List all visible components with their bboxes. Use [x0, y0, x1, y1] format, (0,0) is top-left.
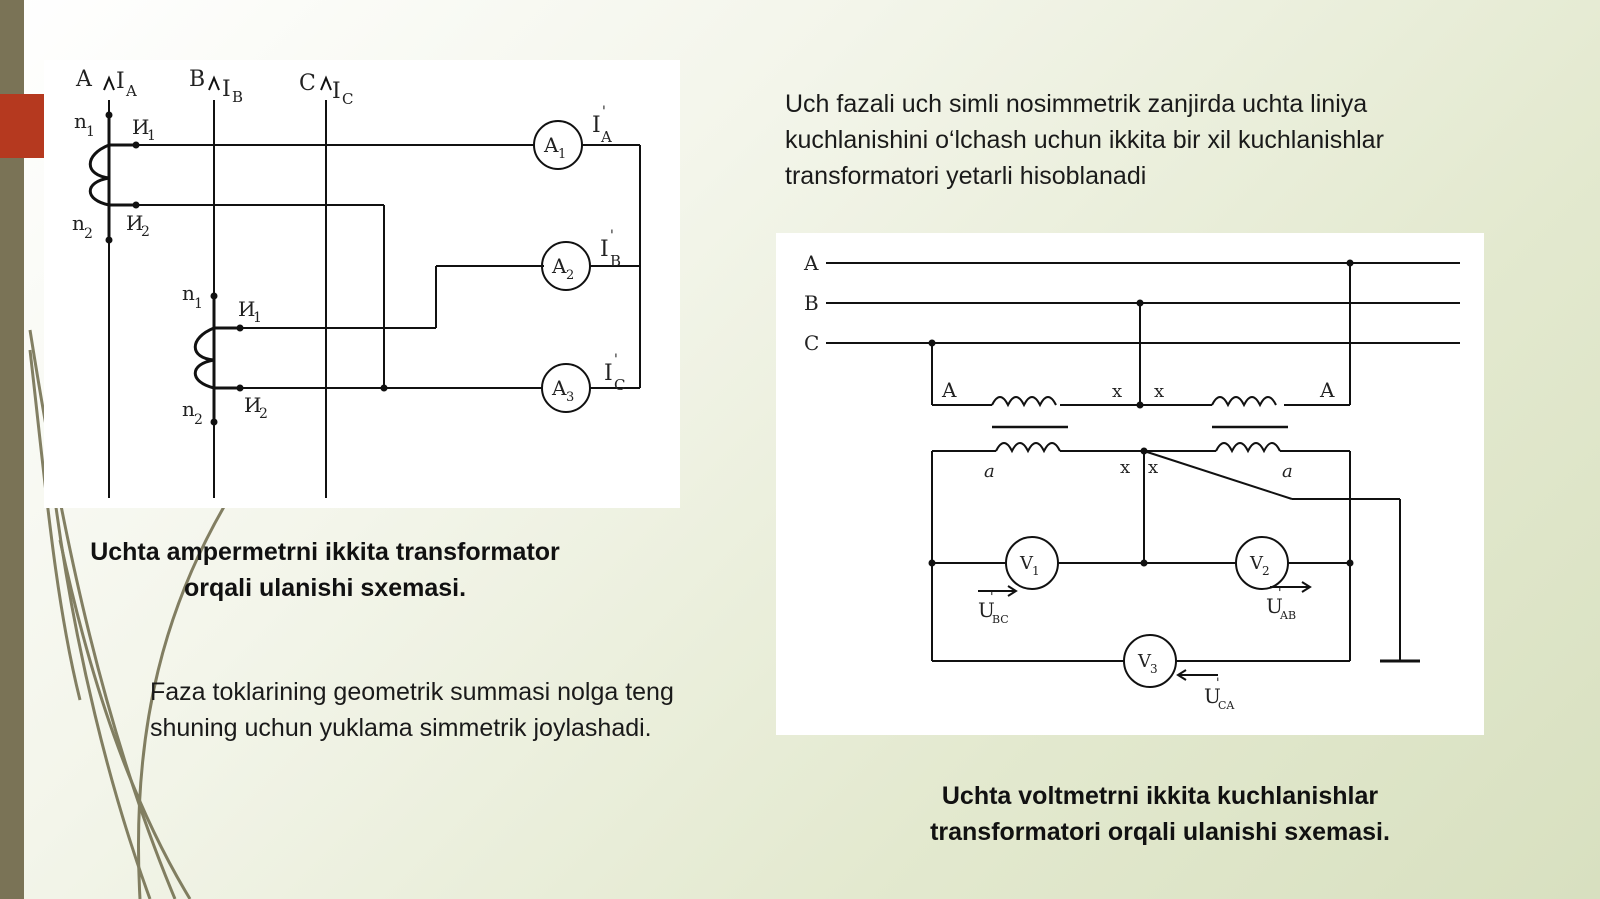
paragraph-left-line-1: Faza toklarining geometrik summasi nolga… [150, 678, 674, 706]
line-b-label: B [804, 291, 819, 315]
phase-b-label: B [189, 67, 205, 92]
u-ab-label: U [1266, 594, 1283, 618]
voltmeter-1-label: V [1019, 553, 1034, 574]
out-c-sub: C [614, 376, 625, 394]
u-ab-sub: AB [1279, 609, 1296, 622]
u-ca-prime: ' [1216, 676, 1220, 691]
ct1-n2-label: n [72, 211, 85, 235]
current-b-sub: B [232, 88, 243, 106]
vt2-primary-a: A [1319, 378, 1335, 402]
ammeter-2-sub: 2 [566, 268, 574, 283]
vt2-primary-x: x [1154, 381, 1164, 402]
current-c-sub: C [342, 90, 353, 108]
out-a-prime: ' [602, 104, 606, 120]
voltmeter-2-label: V [1249, 553, 1264, 574]
ct2-n2-label: n [182, 397, 195, 421]
vt1-primary-x: x [1112, 381, 1122, 402]
ammeter-2-label: A [551, 254, 567, 278]
phase-c-label: C [299, 71, 316, 96]
caption-right-line-2: transformatori orqali ulanishi sxemasi. [930, 818, 1390, 846]
voltmeter-1-sub: 1 [1032, 564, 1040, 578]
ct1-n1-label: n [74, 109, 87, 133]
voltmeter-3-label: V [1137, 651, 1152, 672]
ct2-i2-label: И [244, 393, 261, 417]
voltmeter-circuit-svg: A B C A x x A a x x a V 1 V 2 V 3 U ' BC… [803, 251, 1460, 712]
caption-left-line-2: orqali ulanishi sxemasi. [183, 574, 467, 602]
ammeter-circuit-diagram: A I A B I B C I C n 1 И 1 n 2 И 2 n 1 И … [44, 60, 680, 508]
voltmeter-3-sub: 3 [1150, 662, 1158, 676]
caption-right-line-1: Uchta voltmetrni ikkita kuchlanishlar [941, 782, 1379, 810]
ct2-i1-label: И [238, 297, 255, 321]
line-c-label: C [804, 331, 819, 355]
out-c-label: I [604, 361, 613, 386]
voltmeter-circuit-diagram: A B C A x x A a x x a V 1 V 2 V 3 U ' BC… [776, 233, 1484, 735]
ct2-i2-sub: 2 [259, 406, 268, 422]
ct1-i2-label: И [126, 211, 143, 235]
line-a-label: A [803, 251, 819, 275]
paragraph-right-line-1: Uch fazali uch simli nosimmetrik zanjird… [785, 90, 1368, 118]
vt1-secondary-x: x [1120, 457, 1130, 478]
ammeter-1-sub: 1 [558, 147, 566, 162]
current-a-sub: A [125, 82, 137, 100]
ct2-i1-sub: 1 [253, 310, 262, 326]
u-bc-sub: BC [992, 613, 1009, 626]
out-b-prime: ' [610, 228, 614, 244]
voltmeter-diagram-caption: Uchta voltmetrni ikkita kuchlanishlar tr… [880, 778, 1440, 850]
vt2-secondary-a: a [1282, 461, 1293, 482]
current-c-label: I [332, 79, 341, 104]
u-ca-label: U [1204, 684, 1221, 708]
out-a-sub: A [600, 128, 612, 146]
phase-a-label: A [75, 67, 93, 92]
voltmeter-2-sub: 2 [1262, 564, 1270, 578]
paragraph-right-line-3: transformatori yetarli hisoblanadi [785, 162, 1147, 190]
ammeter-circuit-svg: A I A B I B C I C n 1 И 1 n 2 И 2 n 1 И … [72, 67, 641, 498]
ct1-n1-sub: 1 [86, 124, 95, 140]
voltage-measurement-paragraph: Uch fazali uch simli nosimmetrik zanjird… [785, 86, 1505, 194]
ct2-n2-sub: 2 [194, 412, 203, 428]
ct2-n1-sub: 1 [194, 296, 203, 312]
current-b-label: I [222, 77, 231, 102]
ct2-n1-label: n [182, 281, 195, 305]
ct1-i2-sub: 2 [141, 224, 150, 240]
red-accent-tab [0, 94, 44, 158]
caption-left-line-1: Uchta ampermetrni ikkita transformator [90, 538, 560, 566]
u-ca-sub: CA [1218, 699, 1235, 712]
vt1-primary-a: A [941, 378, 957, 402]
ct1-i1-label: И [132, 115, 149, 139]
out-b-sub: B [610, 252, 621, 270]
current-a-label: I [116, 69, 125, 94]
out-c-prime: ' [614, 352, 618, 368]
out-b-label: I [600, 237, 609, 262]
ammeter-diagram-caption: Uchta ampermetrni ikkita transformator o… [60, 534, 590, 606]
u-bc-label: U [978, 598, 995, 622]
u-bc-prime: ' [990, 590, 994, 605]
vt1-secondary-a: a [984, 461, 995, 482]
symmetry-paragraph: Faza toklarining geometrik summasi nolga… [150, 674, 750, 746]
ammeter-1-label: A [543, 133, 559, 157]
u-ab-prime: ' [1278, 586, 1282, 601]
ct1-i1-sub: 1 [147, 128, 156, 144]
vt2-secondary-x: x [1148, 457, 1158, 478]
ammeter-3-sub: 3 [566, 390, 574, 405]
out-a-label: I [592, 113, 601, 138]
paragraph-right-line-2: kuchlanishini o‘lchash uchun ikkita bir … [785, 126, 1384, 154]
paragraph-left-line-2: shuning uchun yuklama simmetrik joylasha… [150, 714, 652, 742]
ammeter-3-label: A [551, 376, 567, 400]
ct1-n2-sub: 2 [84, 226, 93, 242]
